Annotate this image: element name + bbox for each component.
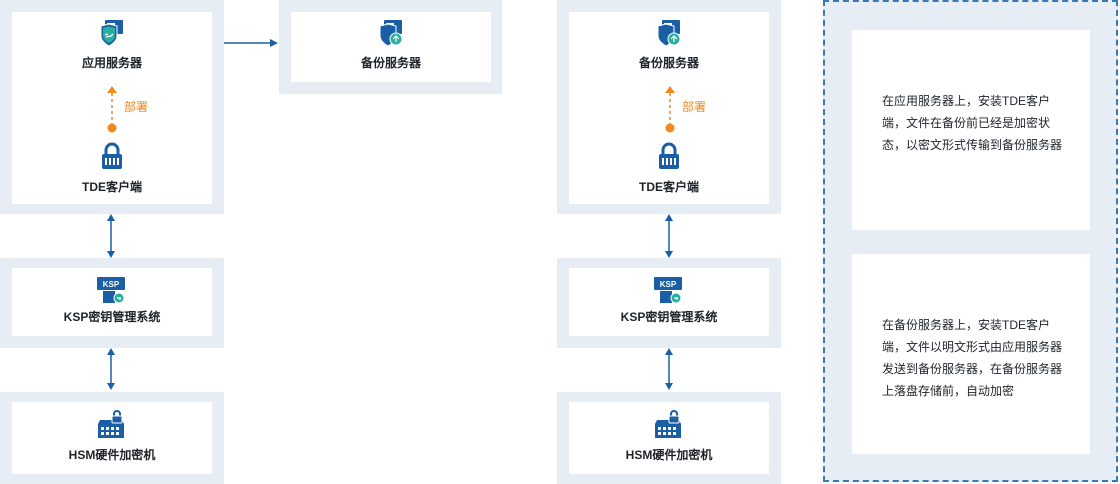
tde-client-label: TDE客户端 (638, 180, 699, 194)
hsm-device-icon (653, 410, 685, 440)
hsm-device-icon (96, 410, 128, 440)
left-ksp-hsm-arrow (107, 348, 115, 390)
tde-client-label: TDE客户端 (81, 180, 142, 194)
right-backup-server-node: 备份服务器 (569, 18, 769, 71)
left-app-server-node: 应用服务器 (12, 18, 212, 71)
lock-icon (657, 142, 681, 170)
app-server-label: 应用服务器 (81, 56, 142, 70)
note-text-2: 在备份服务器上，安装TDE客户端，文件以明文形式由应用服务器发送到备份服务器，在… (882, 318, 1063, 398)
right-hsm-node: HSM硬件加密机 (569, 410, 769, 463)
ksp-label: KSP密钥管理系统 (620, 310, 718, 324)
server-shield-icon (97, 18, 127, 48)
ksp-icon-text: KSP (103, 280, 120, 289)
hsm-label: HSM硬件加密机 (625, 448, 713, 462)
lock-icon (100, 142, 124, 170)
right-tde-client-node: TDE客户端 (569, 142, 769, 195)
backup-server-icon (654, 18, 684, 48)
hsm-label: HSM硬件加密机 (68, 448, 156, 462)
left-tde-ksp-arrow (107, 214, 115, 258)
left-hsm-node: HSM硬件加密机 (12, 410, 212, 463)
left-deploy-arrow (107, 86, 117, 133)
right-ksp-hsm-arrow (665, 348, 673, 390)
note-text-1: 在应用服务器上，安装TDE客户端，文件在备份前已经是加密状态，以密文形式传输到备… (882, 94, 1063, 152)
backup-server-icon (376, 18, 406, 48)
left-tde-client-node: TDE客户端 (12, 142, 212, 195)
ksp-key-icon: KSP (652, 276, 686, 304)
backup-server-label: 备份服务器 (638, 56, 699, 70)
left-deploy-label: 部署 (124, 100, 149, 114)
backup-server-label: 备份服务器 (360, 56, 421, 70)
app-to-backup-arrow (224, 39, 278, 47)
left-ksp-node: KSP KSP密钥管理系统 (12, 276, 212, 325)
right-tde-ksp-arrow (665, 214, 673, 258)
ksp-label: KSP密钥管理系统 (63, 310, 161, 324)
left-backup-server-node: 备份服务器 (291, 18, 491, 71)
right-deploy-label: 部署 (682, 100, 707, 114)
ksp-key-icon: KSP (95, 276, 129, 304)
ksp-icon-text: KSP (660, 280, 677, 289)
note-card-1: 在应用服务器上，安装TDE客户端，文件在备份前已经是加密状态，以密文形式传输到备… (852, 30, 1090, 230)
right-ksp-node: KSP KSP密钥管理系统 (569, 276, 769, 325)
note-card-2: 在备份服务器上，安装TDE客户端，文件以明文形式由应用服务器发送到备份服务器，在… (852, 254, 1090, 454)
right-deploy-arrow (665, 86, 675, 133)
